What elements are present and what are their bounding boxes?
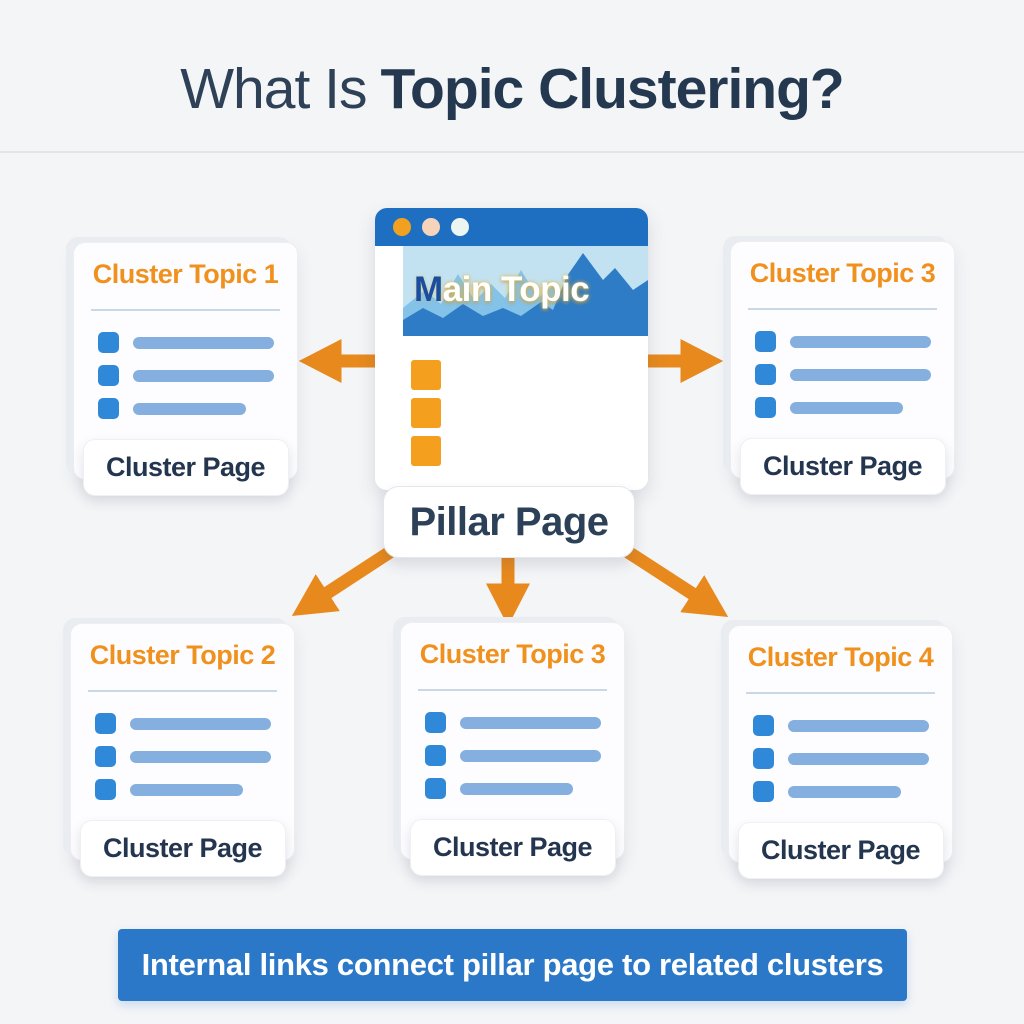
text-line-placeholder bbox=[788, 785, 901, 798]
arrow-pillar-to-cluster-4-icon bbox=[624, 546, 729, 617]
content-row bbox=[755, 331, 934, 352]
content-row bbox=[425, 745, 604, 766]
arrow-pillar-to-cluster-2-icon bbox=[291, 546, 394, 617]
text-line-placeholder bbox=[790, 401, 903, 414]
blue-bullet-square-icon bbox=[95, 746, 116, 767]
page-title-bold: Topic Clustering? bbox=[380, 57, 844, 121]
card-divider bbox=[748, 308, 937, 310]
content-row bbox=[98, 332, 277, 353]
orange-bullet-square-icon bbox=[411, 436, 441, 466]
content-row bbox=[95, 746, 274, 767]
blue-bullet-square-icon bbox=[755, 364, 776, 385]
blue-bullet-square-icon bbox=[753, 715, 774, 736]
text-line-placeholder bbox=[788, 752, 929, 765]
blue-bullet-square-icon bbox=[95, 713, 116, 734]
orange-bullet-square-icon bbox=[411, 398, 441, 428]
text-line-placeholder bbox=[133, 369, 274, 382]
text-line-placeholder bbox=[130, 717, 271, 730]
content-row bbox=[753, 781, 932, 802]
cluster-card-1: Cluster Topic 1 Cluster Page bbox=[73, 242, 298, 496]
blue-bullet-square-icon bbox=[755, 331, 776, 352]
page-title-regular: What Is bbox=[180, 57, 367, 121]
card-divider bbox=[418, 689, 607, 691]
blue-bullet-square-icon bbox=[98, 365, 119, 386]
cluster-card-3: Cluster Topic 2 Cluster Page bbox=[70, 623, 295, 877]
blue-bullet-square-icon bbox=[425, 745, 446, 766]
card-divider bbox=[91, 309, 280, 311]
cluster-card-4: Cluster Topic 3 Cluster Page bbox=[400, 622, 625, 876]
cluster-title: Cluster Topic 3 bbox=[419, 639, 606, 669]
footer-banner: Internal links connect pillar page to re… bbox=[118, 929, 907, 1001]
content-row bbox=[98, 398, 277, 419]
cluster-title: Cluster Topic 2 bbox=[89, 640, 276, 670]
content-row bbox=[425, 778, 604, 799]
cluster-page-label: Cluster Page bbox=[739, 438, 946, 495]
pillar-content-rows bbox=[411, 360, 638, 474]
text-line-placeholder bbox=[133, 402, 246, 415]
text-line-placeholder bbox=[790, 368, 931, 381]
pillar-browser-window: Main Topic bbox=[375, 208, 648, 490]
cluster-title: Cluster Topic 4 bbox=[747, 642, 934, 672]
content-row bbox=[411, 360, 638, 390]
blue-bullet-square-icon bbox=[98, 332, 119, 353]
cluster-page-label: Cluster Page bbox=[79, 820, 286, 877]
text-line-placeholder bbox=[790, 335, 931, 348]
card-divider bbox=[88, 690, 277, 692]
content-row bbox=[753, 715, 932, 736]
mountains-graphic-icon bbox=[403, 253, 648, 336]
window-dot-orange-icon bbox=[393, 218, 411, 236]
cluster-title: Cluster Topic 3 bbox=[749, 258, 936, 288]
content-row bbox=[753, 748, 932, 769]
window-dot-peach-icon bbox=[422, 218, 440, 236]
cluster-card-2: Cluster Topic 3 Cluster Page bbox=[730, 241, 955, 495]
cluster-page-label: Cluster Page bbox=[82, 439, 289, 496]
cluster-page-label: Cluster Page bbox=[737, 822, 944, 879]
hero-image: Main Topic bbox=[403, 246, 648, 336]
content-row bbox=[411, 398, 638, 428]
text-line-placeholder bbox=[130, 750, 271, 763]
blue-bullet-square-icon bbox=[425, 712, 446, 733]
text-line-placeholder bbox=[460, 749, 601, 762]
cluster-card-5: Cluster Topic 4 Cluster Page bbox=[728, 625, 953, 879]
content-row bbox=[755, 397, 934, 418]
orange-bullet-square-icon bbox=[411, 360, 441, 390]
text-line-placeholder bbox=[460, 716, 601, 729]
content-row bbox=[755, 364, 934, 385]
text-line-placeholder bbox=[130, 783, 243, 796]
window-dot-white-icon bbox=[451, 218, 469, 236]
content-row bbox=[411, 436, 638, 466]
hero-title: Main Topic bbox=[414, 270, 590, 310]
text-line-placeholder bbox=[460, 782, 573, 795]
blue-bullet-square-icon bbox=[753, 781, 774, 802]
browser-title-bar bbox=[375, 208, 648, 246]
content-row bbox=[95, 779, 274, 800]
blue-bullet-square-icon bbox=[425, 778, 446, 799]
cluster-title: Cluster Topic 1 bbox=[92, 259, 279, 289]
pillar-page-label: Pillar Page bbox=[383, 486, 635, 558]
content-row bbox=[95, 713, 274, 734]
cluster-page-label: Cluster Page bbox=[409, 819, 616, 876]
title-divider bbox=[0, 151, 1024, 153]
blue-bullet-square-icon bbox=[753, 748, 774, 769]
blue-bullet-square-icon bbox=[98, 398, 119, 419]
text-line-placeholder bbox=[788, 719, 929, 732]
blue-bullet-square-icon bbox=[755, 397, 776, 418]
text-line-placeholder bbox=[133, 336, 274, 349]
card-divider bbox=[746, 692, 935, 694]
hero-title-rest: ain Topic bbox=[442, 270, 590, 309]
blue-bullet-square-icon bbox=[95, 779, 116, 800]
content-row bbox=[98, 365, 277, 386]
content-row bbox=[425, 712, 604, 733]
hero-title-initial: M bbox=[414, 270, 443, 309]
